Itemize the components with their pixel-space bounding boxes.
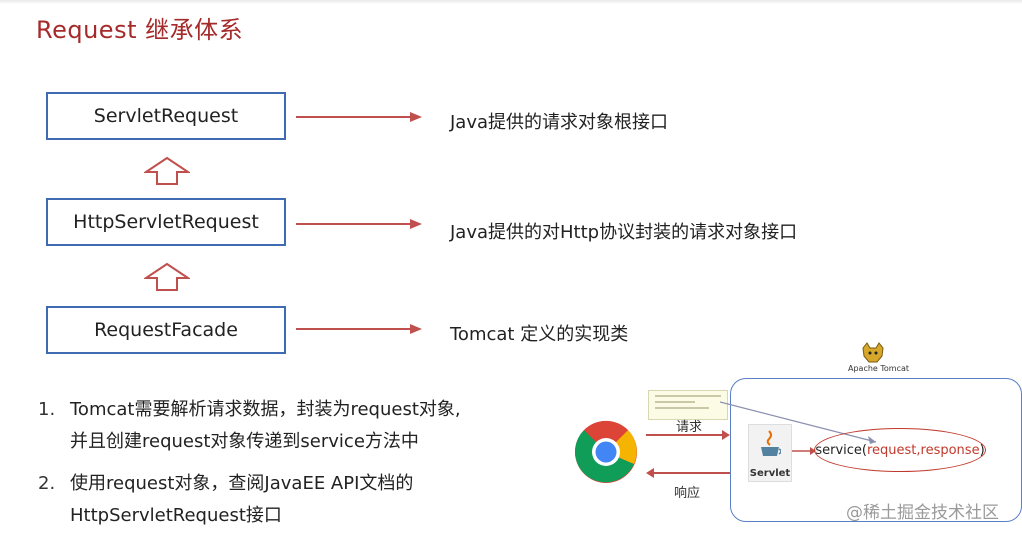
list-item: 2. 使用request对象，查阅JavaEE API文档的 HttpServl… <box>38 468 461 532</box>
right-arrow-icon <box>296 324 422 334</box>
servlet-to-service-arrow-icon <box>792 447 816 455</box>
tomcat-logo-icon <box>862 342 884 363</box>
inherit-up-arrow-icon <box>144 156 190 185</box>
requestfacade-description: Tomcat 定义的实现类 <box>450 324 629 345</box>
requestfacade-box: RequestFacade <box>46 306 286 354</box>
list-number: 1. <box>38 399 56 420</box>
service-prefix: service( <box>815 442 867 458</box>
slide-title: Request 继承体系 <box>36 16 244 44</box>
list-line: 使用request对象，查阅JavaEE API文档的 <box>70 473 414 494</box>
service-suffix: ) <box>979 442 985 458</box>
request-arrow-icon <box>646 430 730 440</box>
servlet-card: Servlet <box>748 424 792 482</box>
java-cup-icon <box>761 430 781 456</box>
service-method-ellipse: service(request,response) <box>814 428 986 472</box>
httpservletrequest-box: HttpServletRequest <box>46 198 286 246</box>
request-label: 请求 <box>676 420 703 435</box>
chrome-browser-icon <box>575 420 637 483</box>
list-line: HttpServletRequest接口 <box>70 505 282 526</box>
inherit-up-arrow-icon <box>144 262 190 291</box>
right-arrow-icon <box>296 219 422 229</box>
response-arrow-icon <box>646 468 730 478</box>
tomcat-label: Apache Tomcat <box>848 364 910 373</box>
box-label: RequestFacade <box>94 319 238 341</box>
response-label: 响应 <box>674 486 701 501</box>
list-line: 并且创建request对象传递到service方法中 <box>70 431 419 452</box>
servletrequest-box: ServletRequest <box>46 92 286 140</box>
top-shadow <box>0 0 1022 4</box>
list-item: 1. Tomcat需要解析请求数据，封装为request对象, 并且创建requ… <box>38 394 461 458</box>
list-number: 2. <box>38 473 56 494</box>
service-args: request,response <box>866 442 980 458</box>
request-flow-figure: Apache Tomcat 请求 响应 Servlet <box>570 340 1022 538</box>
watermark: @稀土掘金技术社区 <box>846 503 999 523</box>
box-label: ServletRequest <box>93 105 239 127</box>
servlet-label: Servlet <box>749 468 791 479</box>
notes-list: 1. Tomcat需要解析请求数据，封装为request对象, 并且创建requ… <box>38 394 461 532</box>
servletrequest-description: Java提供的请求对象根接口 <box>450 112 669 133</box>
httpservletrequest-description: Java提供的对Http协议封装的请求对象接口 <box>450 222 798 243</box>
request-data-note <box>648 390 728 420</box>
right-arrow-icon <box>296 112 422 122</box>
box-label: HttpServletRequest <box>73 211 259 233</box>
list-line: Tomcat需要解析请求数据，封装为request对象, <box>70 399 461 420</box>
